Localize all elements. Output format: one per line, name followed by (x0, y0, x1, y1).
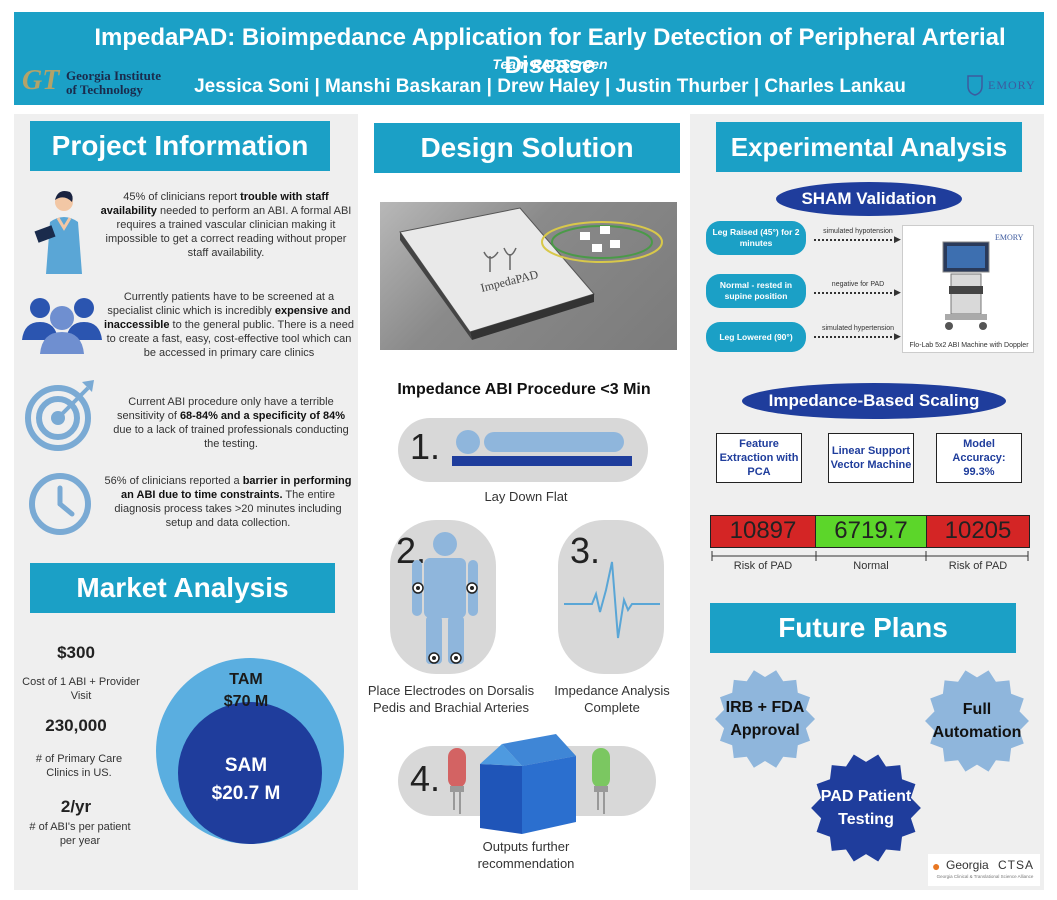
badge-full-automation (925, 670, 1029, 772)
output-cube-leds-icon (448, 734, 610, 834)
abi-machine-photo: EMORY Flo-Lab 5x2 ABI Machine with Doppl… (902, 225, 1034, 353)
plan-irb-fda-label: IRB + FDA Approval (725, 699, 805, 739)
arrowhead-icon: ▶ (894, 234, 901, 244)
sham-arrow-3 (814, 336, 896, 338)
arrowhead-icon: ▶ (894, 287, 901, 297)
sam-label: SAM (224, 755, 268, 776)
sam-value: $20.7 M (211, 783, 281, 804)
step-3-caption: Impedance Analysis Complete (554, 683, 670, 715)
project-info-text-1: 45% of clinicians report trouble with st… (100, 191, 352, 259)
right-column: Experimental Analysis SHAM Validation Le… (690, 114, 1044, 890)
market-analysis-title: Market Analysis (30, 563, 335, 613)
sham-arrow-1 (814, 239, 896, 241)
stat-frequency-label: # of ABI's per patient per year (29, 821, 131, 847)
tam-label: TAM (229, 671, 263, 688)
electrode-figure-icon (412, 532, 478, 664)
author-list: Jessica Soni | Manshi Baskaran | Drew Ha… (194, 76, 906, 97)
middle-column: Design Solution ImpedaPAD Impedance ABI … (366, 114, 682, 890)
peach-icon: ● (932, 858, 941, 874)
sam-circle (178, 702, 322, 844)
step-4-number: 4. (410, 758, 441, 799)
sham-result-3: simulated hypertension (822, 325, 894, 332)
svm-box: Linear Support Vector Machine (828, 433, 914, 483)
step-1-number: 1. (410, 426, 441, 467)
scale-risk-high-value: 10205 (926, 515, 1030, 548)
sham-result-1: simulated hypotension (823, 228, 893, 235)
poster-header: ImpedaPAD: Bioimpedance Application for … (14, 12, 1044, 105)
clock-icon (26, 468, 96, 543)
ctsa-subtitle: Georgia Clinical & Translational Science… (936, 874, 1034, 879)
emory-logo: EMORY (966, 72, 1036, 100)
people-icon (20, 294, 104, 359)
machine-caption: Flo-Lab 5x2 ABI Machine with Doppler (909, 342, 1029, 349)
gt-name-line1: Georgia Institute (66, 68, 161, 83)
lying-figure-icon (452, 430, 632, 466)
machine-emory-mark: EMORY (995, 233, 1024, 242)
emory-text: EMORY (988, 78, 1036, 92)
scale-risk-low-value: 10897 (710, 515, 816, 548)
stat-clinics-label: # of Primary Care Clinics in US. (35, 753, 123, 779)
project-info-text-3: Current ABI procedure only have a terrib… (113, 396, 349, 450)
sham-condition-3: Leg Lowered (90°) (706, 322, 806, 352)
sham-result-2: negative for PAD (831, 281, 885, 288)
design-solution-title: Design Solution (374, 123, 680, 173)
step-4-caption: Outputs further recommendation (477, 839, 575, 871)
experimental-analysis-title: Experimental Analysis (716, 122, 1022, 172)
feature-extraction-box: Feature Extraction with PCA (716, 433, 802, 483)
georgia-ctsa-logo: ● Georgia CTSA Georgia Clinical & Transl… (928, 854, 1040, 886)
sham-arrow-2 (814, 292, 896, 294)
scale-label-risk-2: Risk of PAD (948, 560, 1008, 572)
model-accuracy-box: Model Accuracy: 99.3% (936, 433, 1022, 483)
scale-normal-value: 6719.7 (815, 515, 927, 548)
step-1-caption: Lay Down Flat (484, 489, 568, 504)
project-info-title: Project Information (30, 121, 330, 171)
arrowhead-icon: ▶ (894, 331, 901, 341)
device-render: ImpedaPAD (380, 202, 677, 350)
badge-pad-testing (811, 754, 921, 862)
plan-full-automation-label: Full Automation (932, 701, 1022, 741)
plan-pad-testing-label: PAD Patient Testing (820, 788, 912, 828)
scale-label-risk-1: Risk of PAD (733, 560, 793, 572)
stat-cost-value: $300 (57, 643, 95, 662)
badge-irb-fda (715, 670, 815, 768)
stat-clinics-value: 230,000 (45, 716, 107, 735)
target-icon (22, 376, 102, 461)
ctsa-georgia: Georgia (946, 858, 989, 872)
step-2-caption: Place Electrodes on Dorsalis Pedis and B… (367, 683, 535, 715)
emory-shield-icon (967, 75, 983, 96)
sham-condition-1: Leg Raised (45°) for 2 minutes (706, 221, 806, 255)
project-info-text-2: Currently patients have to be screened a… (104, 291, 354, 359)
step-3-number: 3. (570, 530, 601, 571)
sham-condition-2: Normal - rested in supine position (706, 274, 806, 308)
future-plans-title: Future Plans (710, 603, 1016, 653)
waveform-icon (564, 561, 660, 639)
procedure-title: Impedance ABI Procedure <3 Min (397, 381, 651, 398)
poster-title: ImpedaPAD: Bioimpedance Application for … (94, 24, 1006, 79)
left-column: Project Information 45% of clinicians re… (14, 114, 358, 890)
step-3-panel (558, 520, 664, 674)
project-info-text-4: 56% of clinicians reported a barrier in … (104, 475, 352, 529)
tam-value: $70 M (223, 693, 269, 710)
gt-monogram: GT (22, 65, 60, 96)
sham-validation-title: SHAM Validation (776, 182, 962, 216)
clinician-icon (28, 188, 98, 283)
ctsa-text: CTSA (998, 858, 1035, 872)
scale-axis (711, 551, 1029, 561)
scale-label-normal: Normal (853, 560, 889, 572)
team-name: Team PADScreen (492, 56, 608, 72)
stat-frequency-value: 2/yr (60, 797, 92, 816)
stat-cost-label: Cost of 1 ABI + Provider Visit (22, 676, 140, 702)
gt-name-line2: of Technology (66, 82, 143, 97)
georgia-tech-logo: GT Georgia Institute of Technology (22, 65, 172, 99)
impedance-scaling-title: Impedance-Based Scaling (742, 383, 1006, 419)
